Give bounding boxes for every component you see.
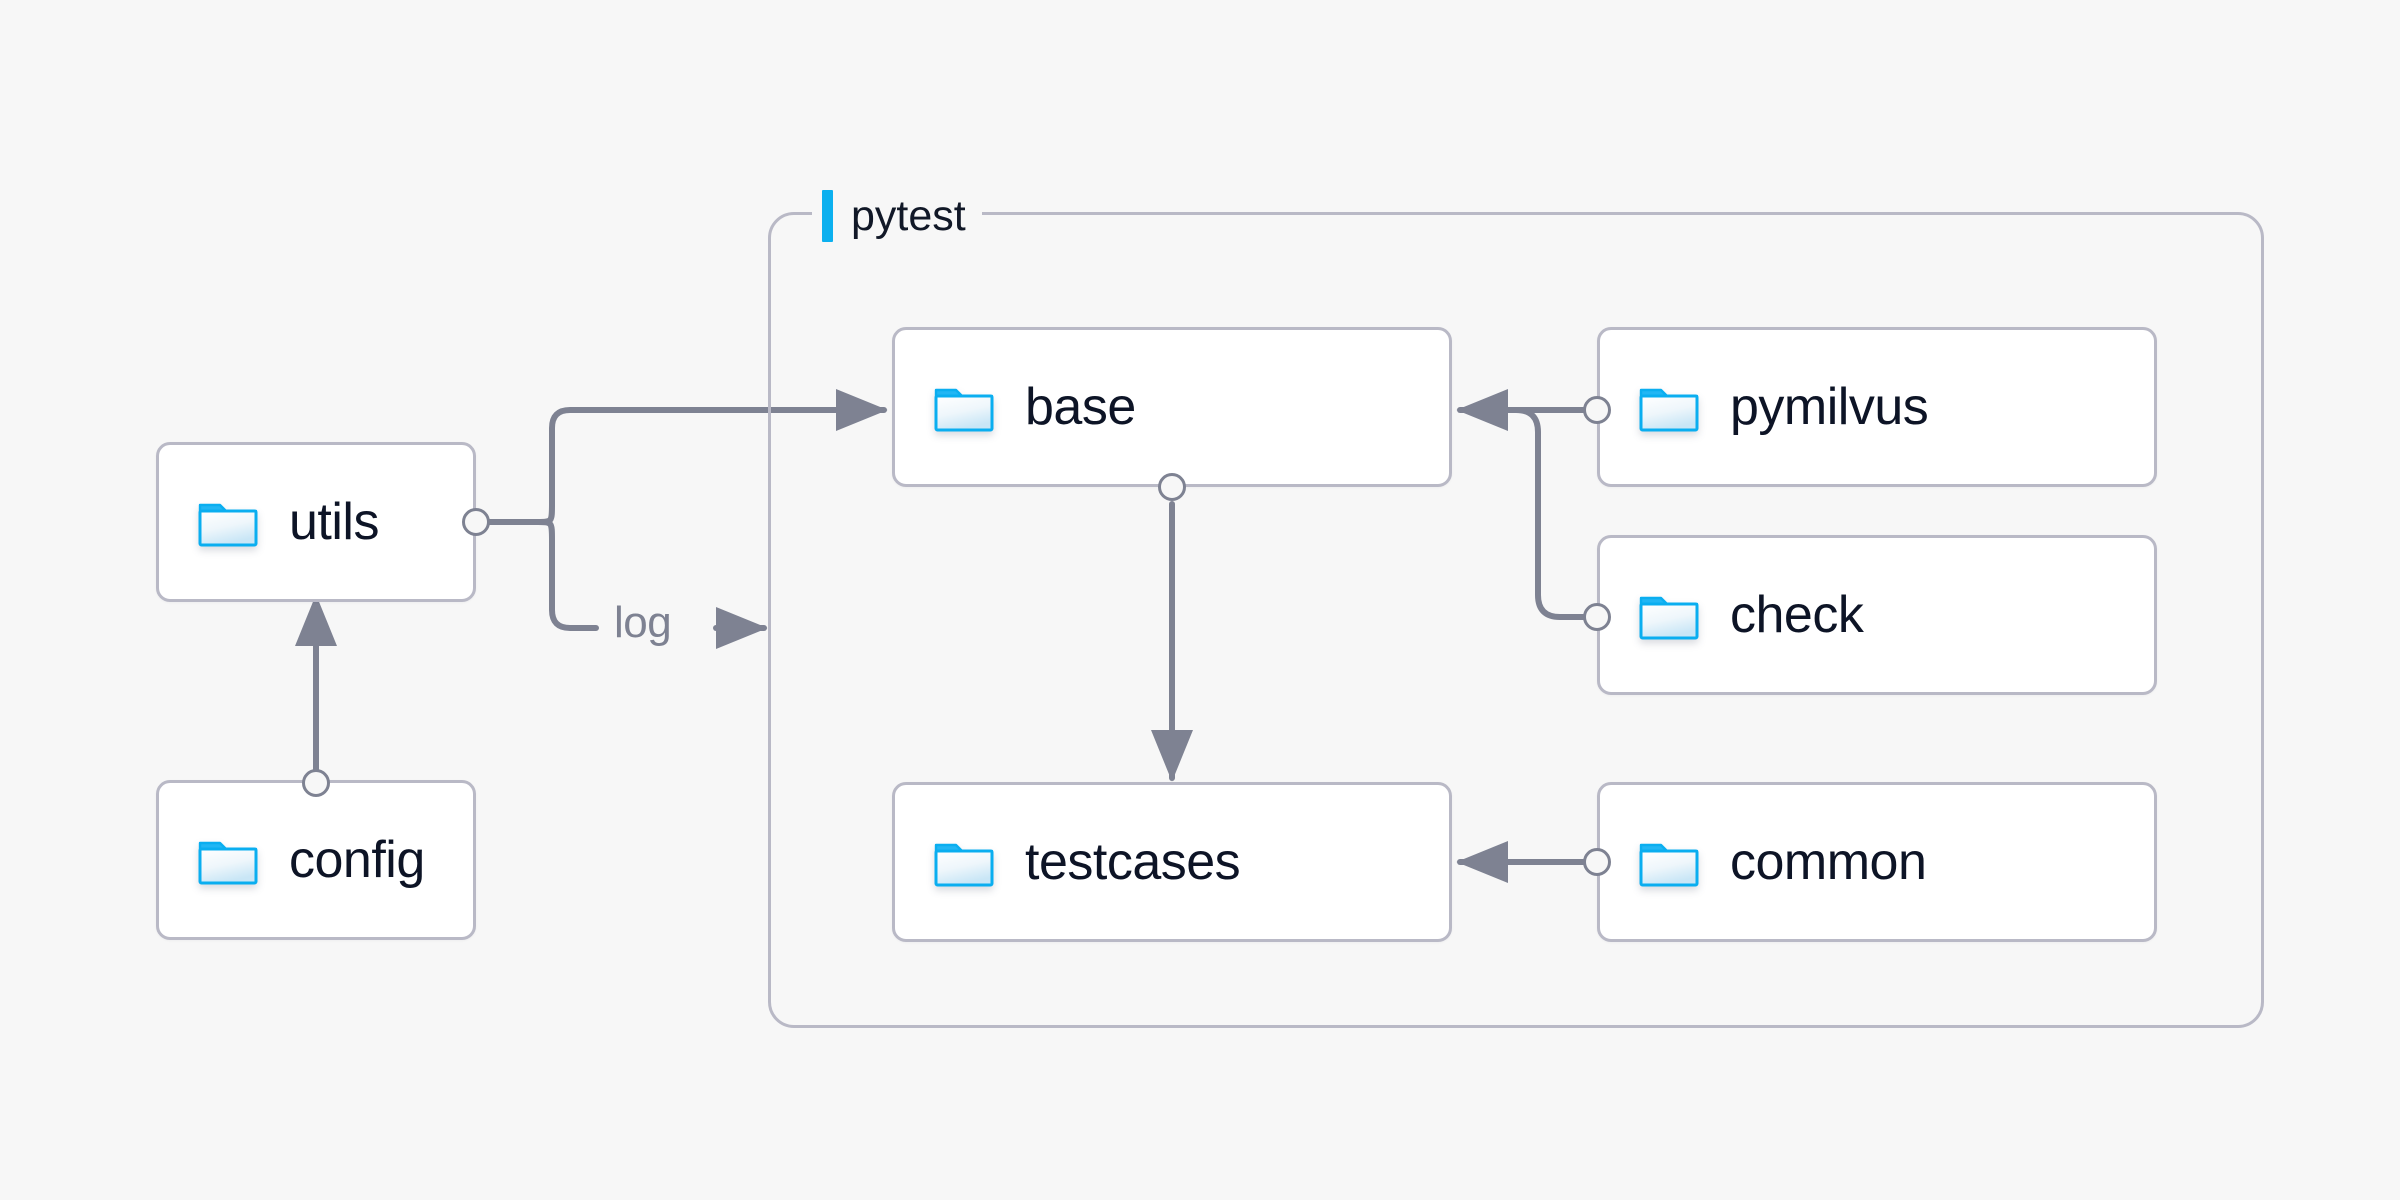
folder-icon [1639, 596, 1699, 640]
edge-label-log: log [604, 598, 682, 648]
folder-icon [198, 841, 258, 885]
node-common[interactable]: common [1597, 782, 2157, 942]
node-base[interactable]: base [892, 327, 1452, 487]
group-pytest [768, 212, 2264, 1028]
group-pytest-label: pytest [812, 190, 982, 242]
node-check[interactable]: check [1597, 535, 2157, 695]
node-label: utils [289, 493, 379, 551]
folder-icon [934, 843, 994, 887]
folder-icon [934, 388, 994, 432]
node-testcases[interactable]: testcases [892, 782, 1452, 942]
node-config[interactable]: config [156, 780, 476, 940]
port-common-left[interactable] [1583, 848, 1611, 876]
group-title: pytest [851, 191, 966, 240]
node-label: common [1730, 833, 1927, 891]
node-label: pymilvus [1730, 378, 1929, 436]
folder-icon [1639, 843, 1699, 887]
port-utils-right[interactable] [462, 508, 490, 536]
node-label: base [1025, 378, 1136, 436]
folder-icon [1639, 388, 1699, 432]
node-label: testcases [1025, 833, 1241, 891]
port-pymilvus-left[interactable] [1583, 396, 1611, 424]
node-utils[interactable]: utils [156, 442, 476, 602]
group-accent-bar [822, 190, 833, 242]
node-pymilvus[interactable]: pymilvus [1597, 327, 2157, 487]
port-config-top[interactable] [302, 769, 330, 797]
node-label: check [1730, 586, 1864, 644]
node-label: config [289, 831, 425, 889]
folder-icon [198, 503, 258, 547]
port-check-left[interactable] [1583, 603, 1611, 631]
port-base-bottom[interactable] [1158, 473, 1186, 501]
edge-utils-log [535, 519, 599, 631]
